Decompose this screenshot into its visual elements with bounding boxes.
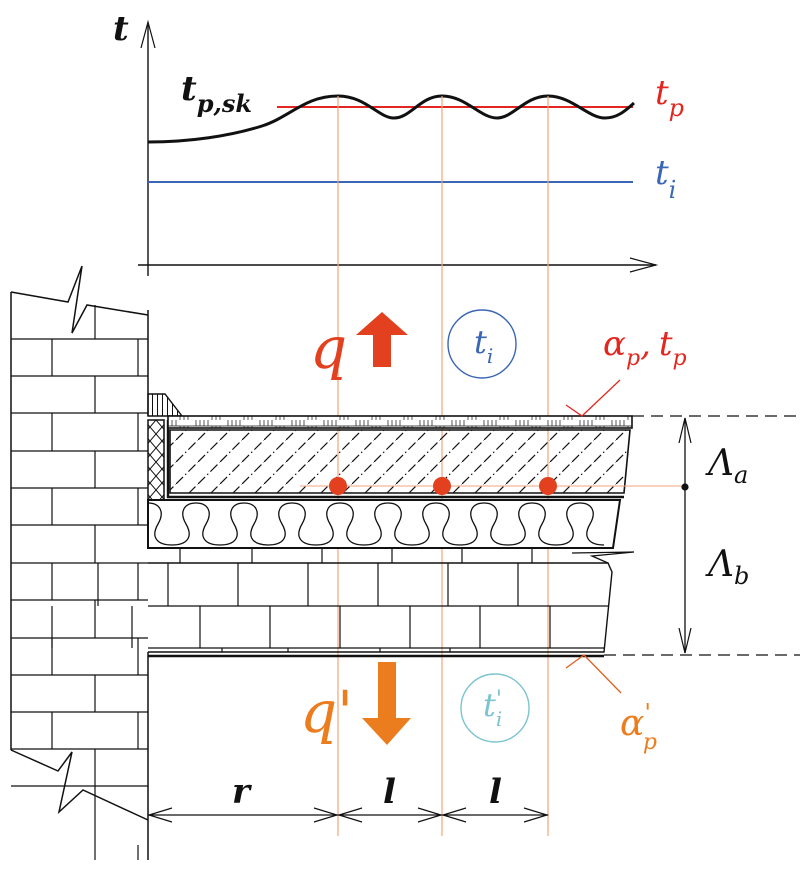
thermal-insulation-layer (147, 499, 622, 549)
slab-brick-joints (51, 549, 608, 652)
pipe-spacing-label-2: l (489, 772, 502, 812)
alpha-p-sep: , (640, 324, 651, 364)
l2-arrow-left (440, 807, 467, 823)
masonry-wall (10, 265, 149, 860)
indoor-temp-above-main: t (474, 323, 487, 361)
wall-brick-courses (11, 305, 148, 860)
curve-label-sub: p,sk (197, 89, 252, 118)
r-arrow-left (146, 807, 173, 823)
thickness-arrow-bottom (678, 627, 692, 654)
pipe-level-dot (681, 483, 689, 491)
alpha-p-prime-mark: ' (644, 699, 651, 727)
indoor-temp-above-circle (447, 309, 517, 379)
wall-top-break (10, 265, 149, 334)
layer-a-main: Λ (705, 443, 734, 484)
heat-flow-up-arrow (356, 312, 408, 367)
skirting-joint (147, 393, 184, 417)
t-p-sub: p (673, 346, 687, 371)
surface-coeff-below-label: α' p (620, 699, 657, 755)
edge-insulation-strip (147, 419, 165, 501)
indoor-temp-label-sub: i (669, 176, 677, 204)
indoor-temp-below-label: t'i (483, 686, 502, 731)
heat-flow-up-label: q (310, 314, 347, 382)
ceiling-slab (51, 549, 635, 658)
indoor-temp-below-main: t (483, 686, 496, 724)
wall-outline (10, 292, 149, 860)
membrane-line (166, 420, 624, 499)
indoor-temp-above-sub: i (487, 344, 493, 368)
surface-temp-label-sub: p (669, 94, 684, 122)
alpha-p-sub: p (626, 346, 640, 371)
curve-label: tp,sk (181, 69, 252, 118)
edge-distance-label: r (232, 772, 252, 812)
heat-flow-down-arrow (362, 662, 411, 745)
l1-arrow-left (336, 807, 363, 823)
surface-coeff-above-leader (565, 379, 621, 417)
heating-pipe-1 (329, 477, 347, 495)
layer-b-sub: b (734, 562, 749, 590)
floor-layers (147, 393, 685, 549)
surface-coeff-below-leader (565, 654, 622, 694)
spacing-dimensions: r l l (146, 772, 550, 823)
temperature-graph: t tp,sk tp ti (113, 9, 684, 276)
y-axis-arrowhead (140, 19, 156, 49)
surface-temp-label-main: t (655, 73, 669, 113)
layer-a-label: Λa (705, 443, 748, 489)
slab-break-mark (571, 551, 635, 564)
insulation-loops (147, 502, 605, 546)
indoor-temp-below-circle (460, 673, 530, 743)
surface-coeff-above-label: αp,tp (603, 324, 687, 371)
indoor-temp-label: ti (655, 153, 676, 204)
screed-layer (169, 429, 631, 494)
indoor-temp-below-prime: ' (496, 687, 502, 712)
thickness-arrow-top (678, 417, 692, 444)
heat-flow-down-label: q' (300, 678, 353, 746)
curve-label-main: t (181, 69, 197, 109)
pipe-spacing-label-1: l (383, 772, 396, 812)
floor-finish-layer (167, 415, 633, 429)
y-axis-label: t (113, 9, 129, 49)
surface-temp-label: tp (655, 73, 684, 122)
layer-b-label: Λb (705, 544, 749, 590)
heating-pipe-2 (433, 477, 451, 495)
upper-room-annotations: q ti αp,tp (310, 309, 687, 417)
heating-pipe-3 (539, 477, 557, 495)
l2-arrow-right (523, 807, 550, 823)
lower-room-annotations: q' t'i α'p (300, 654, 657, 755)
layer-a-sub: a (734, 461, 748, 489)
indoor-temp-below-sub: i (496, 707, 502, 731)
alpha-p-main: α (603, 324, 626, 364)
alpha-p-prime-sub: p (643, 730, 657, 755)
indoor-temp-label-main: t (655, 153, 669, 193)
alpha-p-prime-main: α (620, 703, 644, 744)
t-p-main: t (659, 324, 673, 364)
layer-b-main: Λ (705, 544, 734, 585)
floor-surface-temp-curve (147, 94, 635, 144)
x-axis-arrowhead (629, 257, 659, 273)
indoor-temp-above-label: ti (474, 323, 493, 368)
slab-outline (148, 562, 613, 653)
heating-pipes (300, 477, 685, 495)
thickness-dimension: Λa Λb (604, 415, 800, 656)
wall-bottom-break (10, 749, 149, 821)
